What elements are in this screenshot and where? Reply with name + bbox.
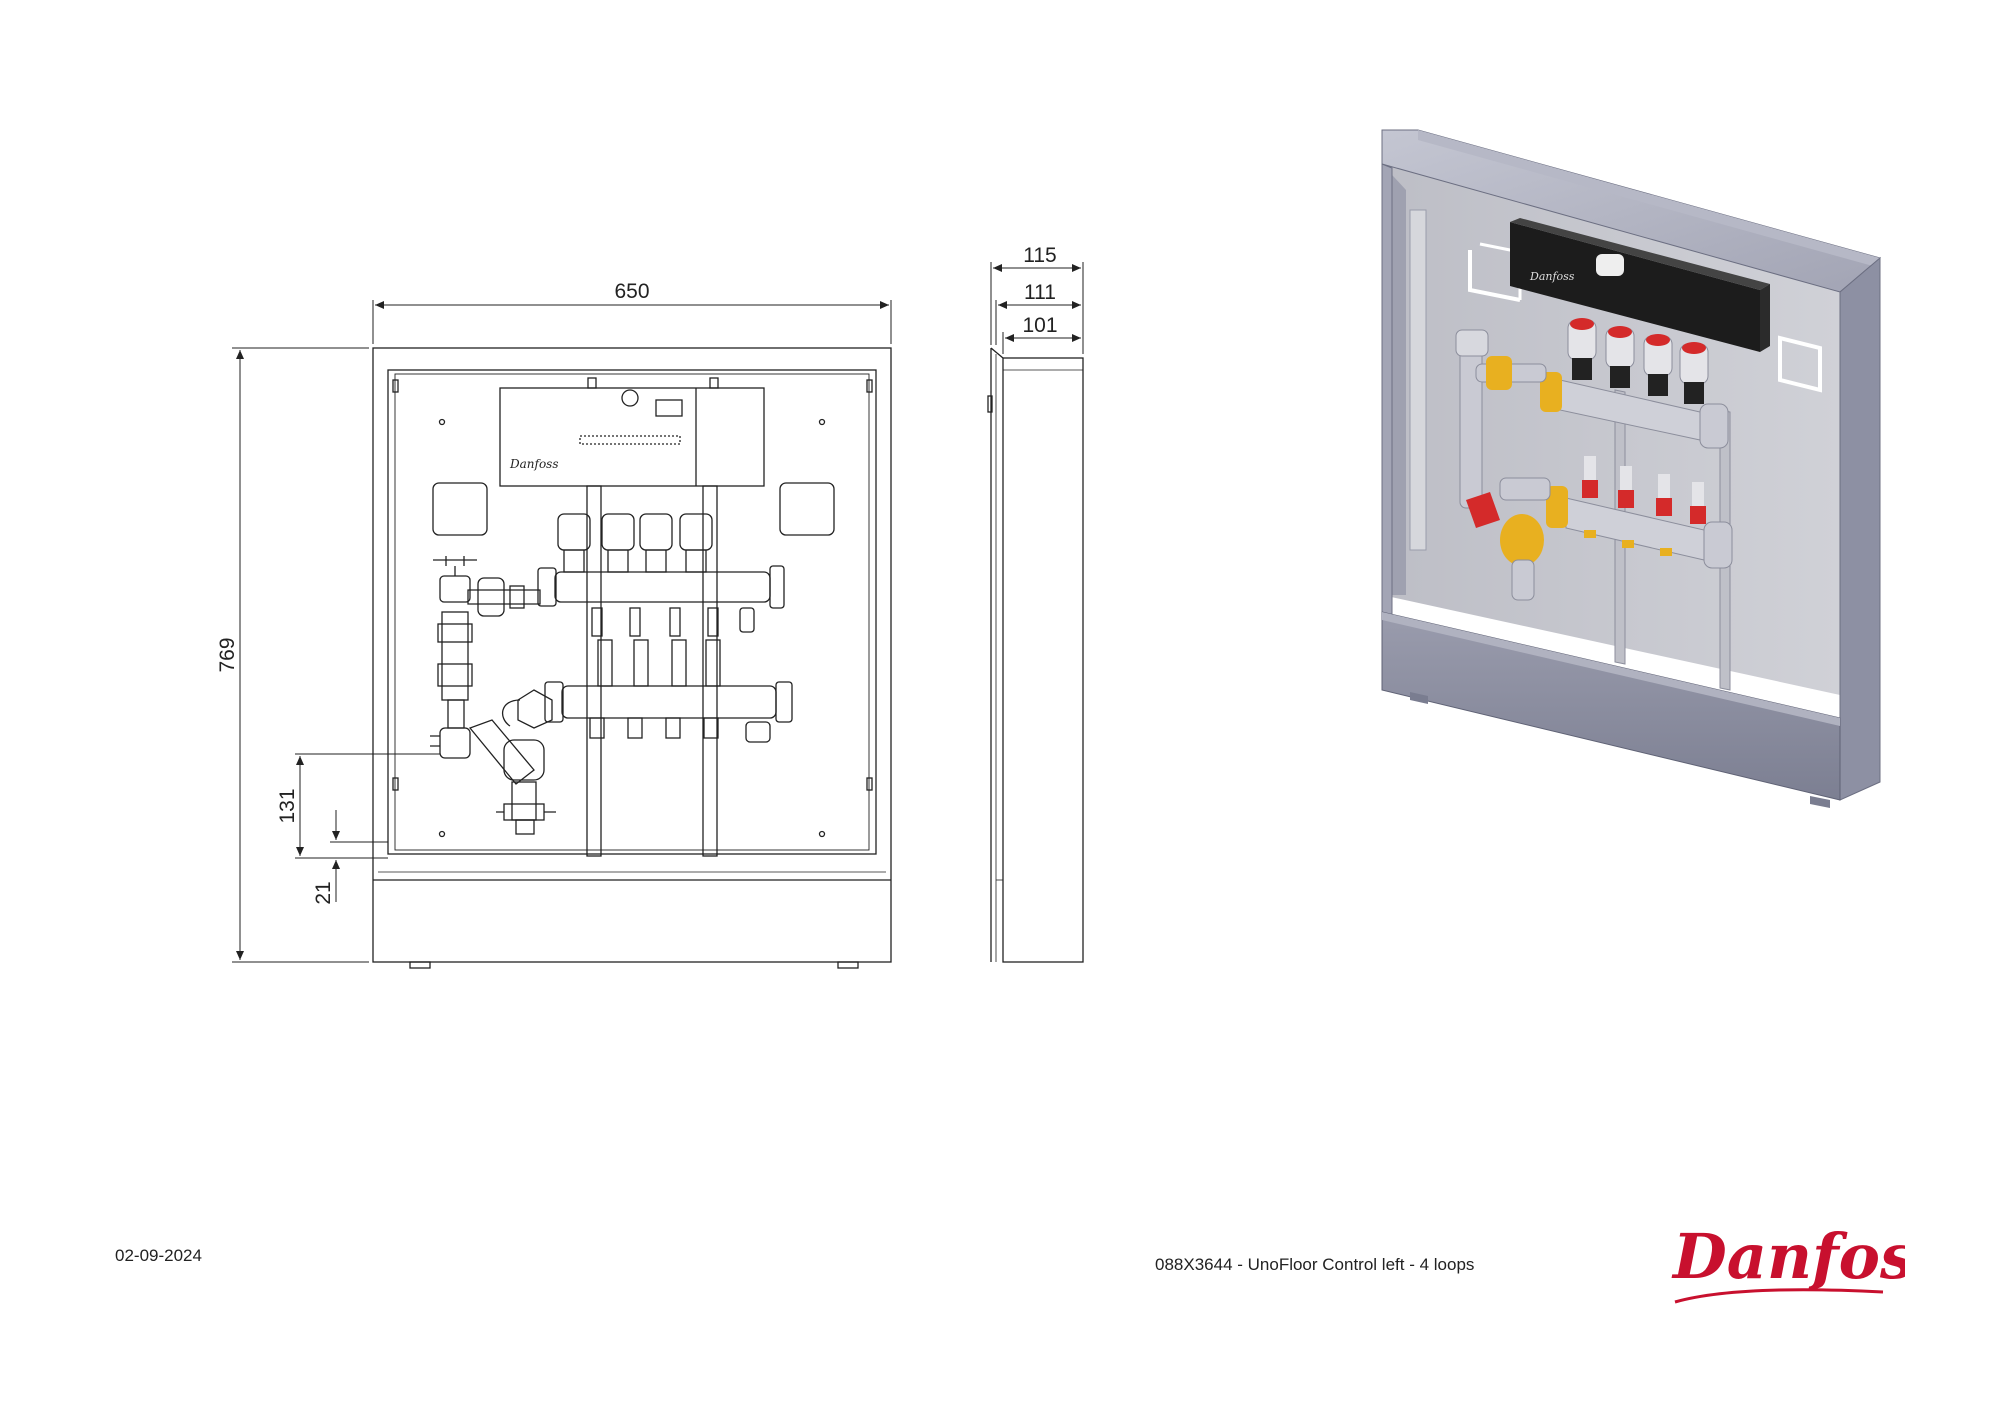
side-dimensions: [990, 262, 1084, 354]
knockout-left: [432, 482, 488, 536]
front-view: Danfoss: [372, 347, 892, 969]
controller-icon: Danfoss: [1510, 218, 1770, 352]
side-view: [987, 347, 1084, 963]
dim-side-115: 115: [1023, 244, 1056, 267]
footer-description: 088X3644 - UnoFloor Control left - 4 loo…: [1155, 1255, 1475, 1274]
dim-bottom-131: 131: [276, 788, 299, 823]
svg-text:Danfoss: Danfoss: [1529, 270, 1575, 283]
front-cabinet-outline: [372, 347, 892, 963]
knockout-right: [779, 482, 835, 536]
danfoss-logo-icon: Danfoss: [1671, 1220, 1905, 1304]
front-dimensions: [232, 300, 892, 963]
front-foot-right: [837, 961, 859, 969]
dim-bottom-21: 21: [312, 881, 335, 904]
controller-icon: Danfoss: [499, 377, 765, 487]
return-manifold: [561, 685, 777, 719]
front-foot-left: [409, 961, 431, 969]
actuator-icon: [1567, 318, 1709, 404]
ball-valve-icon: [1486, 356, 1512, 390]
dim-side-111: 111: [1024, 281, 1056, 304]
dim-front-width: 650: [614, 280, 649, 303]
ball-valve-icon: [433, 556, 477, 603]
svg-text:Danfoss: Danfoss: [509, 457, 559, 471]
side-cabinet-outline: [1002, 357, 1084, 963]
isometric-view: Danfoss: [1381, 129, 1882, 808]
strainer-icon: [1466, 492, 1544, 566]
actuator-icon: [557, 513, 713, 573]
dim-front-height: 769: [216, 637, 239, 672]
strainer-icon: [468, 689, 553, 785]
footer-date: 02-09-2024: [115, 1246, 202, 1265]
brand-wordmark: Danfoss: [1671, 1220, 1905, 1293]
front-cabinet-inner-frame: [387, 369, 877, 855]
dim-side-101: 101: [1022, 314, 1057, 337]
